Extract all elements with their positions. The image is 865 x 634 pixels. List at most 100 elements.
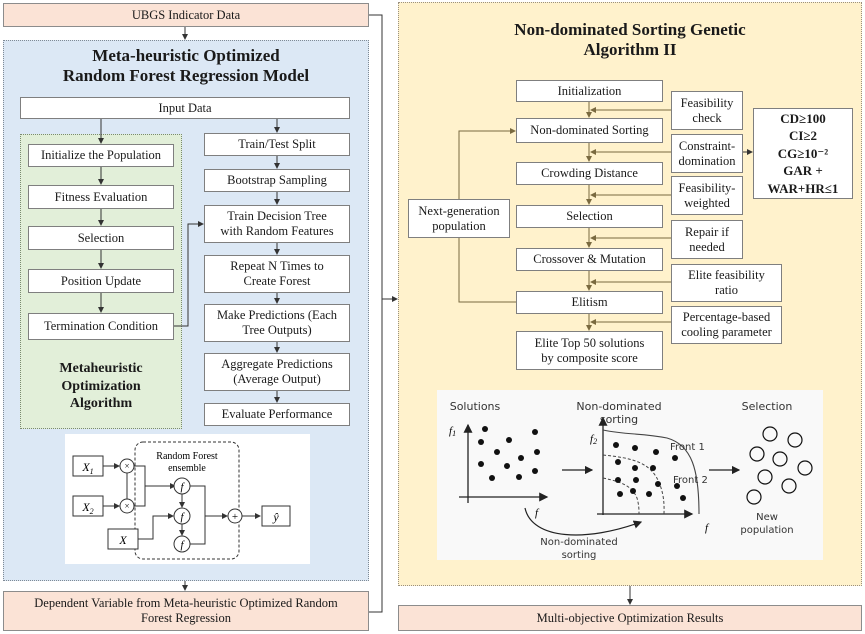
population-circle [746,489,762,505]
next-generation-line1: Next-generation [418,203,500,218]
solution-dot [482,426,488,432]
solution-dot [506,437,512,443]
rf-step-label: Train/Test Split [238,137,316,151]
solution-dot [516,474,522,480]
rf-step-label: Bootstrap Sampling [227,173,327,187]
sorted-dot [653,449,659,455]
axis-f-label-2: f [705,522,710,534]
note-line1: Repair if [684,224,730,239]
rf-step-label-line2: Create Forest [243,274,311,288]
meta-step-label: Fitness Evaluation [54,189,148,204]
tree-symbol-2: f [180,511,185,523]
rf-step-train-test-split: Train/Test Split [204,133,350,156]
solution-dot [478,461,484,467]
multiply-symbol-2: × [124,501,129,511]
sorted-dot [646,491,652,497]
note-line1: Constraint- [678,138,736,153]
meta-step-selection: Selection [28,226,174,250]
sorted-dot [655,481,661,487]
sorting-label-line1: Non-dominated [576,400,661,413]
nsga-title: Non-dominated Sorting Genetic Algorithm … [398,20,862,61]
next-generation-line2: population [432,218,486,233]
input-x1-label: X1 [81,460,93,476]
output-label: ŷ [272,510,279,524]
sorted-dot [617,491,623,497]
tree-symbol-1: f [180,481,185,493]
solution-dot [489,475,495,481]
sorted-dot [632,465,638,471]
note-line1: Percentage-based [682,310,771,324]
input-x-label: X [118,533,127,547]
rf-step-label-line2: Tree Outputs) [242,323,312,337]
nsga-step-label-line2: by composite score [541,350,638,365]
note-elite-feasibility: Elite feasibility ratio [671,264,782,302]
note-cooling-parameter: Percentage-based cooling parameter [671,306,782,344]
curved-arrow [524,507,643,536]
nsga-step-label: Elitism [571,295,608,309]
note-line1: Feasibility- [678,180,736,195]
note-line2: weighted [684,195,730,210]
ensemble-label-line2: ensemble [168,463,206,474]
rf-step-label: Evaluate Performance [221,407,333,421]
ensemble-diagram: Random Forest ensemble X1 X2 X × × f f f… [65,434,310,564]
sorted-dot [650,465,656,471]
meta-step-label: Initialize the Population [40,148,162,162]
sorting-label-line2: sorting [600,413,638,426]
dependent-variable-line2: Forest Regression [141,611,231,625]
sum-symbol: + [232,511,238,523]
front-3-curve [602,477,640,515]
sorted-dot [680,495,686,501]
note-constraint-domination: Constraint- domination [671,134,743,173]
rf-step-aggregate: Aggregate Predictions (Average Output) [204,353,350,391]
curve-label-line2: sorting [562,550,597,560]
rf-step-label-line2: with Random Features [220,224,334,238]
note-repair: Repair if needed [671,220,743,259]
rf-step-train-tree: Train Decision Tree with Random Features [204,205,350,243]
meta-step-label: Termination Condition [43,319,159,333]
dependent-variable-line1: Dependent Variable from Meta-heuristic O… [34,596,338,610]
front-1-curve [602,429,700,515]
nsga-step-label-line1: Elite Top 50 solutions [534,335,645,350]
front-2-curve [602,454,665,515]
ensemble-diagram-svg: Random Forest ensemble X1 X2 X × × f f f… [72,441,291,560]
sorted-points [613,442,686,501]
rf-step-label-line1: Repeat N Times to [230,259,324,273]
metaheuristic-label-line3: Algorithm [69,396,133,411]
new-pop-line1: New [756,512,778,523]
meta-step-position-update: Position Update [28,269,174,293]
rf-step-evaluate: Evaluate Performance [204,403,350,426]
nsga-step-label: Non-dominated Sorting [530,123,649,137]
solution-points [478,426,540,481]
population-circle [757,469,773,485]
population-circle [749,446,765,462]
sorted-dot [632,445,638,451]
axis-f-label-1: f [535,507,540,519]
rf-step-label-line1: Train Decision Tree [227,209,327,223]
meta-step-fitness: Fitness Evaluation [28,185,174,209]
metaheuristic-label: Metaheuristic Optimization Algorithm [20,360,182,413]
note-line2: check [692,110,722,125]
note-feasibility-check: Feasibility check [671,91,743,130]
output-box [261,505,291,527]
dependent-variable-box: Dependent Variable from Meta-heuristic O… [3,591,369,631]
rf-step-label-line1: Aggregate Predictions [221,357,333,371]
rf-step-make-predictions: Make Predictions (Each Tree Outputs) [204,304,350,342]
nsga-step-elitism: Elitism [516,291,663,314]
solution-dot [494,449,500,455]
sorted-dot [630,488,636,494]
solution-dot [504,463,510,469]
note-line2: cooling parameter [681,325,772,339]
constraint-gar: GAR + [783,163,823,179]
note-line2: needed [689,239,725,254]
axis-f1-label: f1 [449,425,456,438]
solutions-label: Solutions [450,400,501,413]
meta-step-initialize: Initialize the Population [28,144,174,167]
population-circle [797,460,813,476]
front2-label: Front 2 [673,475,708,486]
rf-model-title-line1: Meta-heuristic Optimized [92,46,280,65]
meta-step-label: Position Update [60,273,142,288]
nsga-illustration: Solutions Non-dominated sorting Selectio… [437,390,823,561]
nsga-step-crowding-distance: Crowding Distance [516,162,663,185]
note-line2: ratio [715,283,738,297]
nsga-step-label: Selection [566,209,613,223]
